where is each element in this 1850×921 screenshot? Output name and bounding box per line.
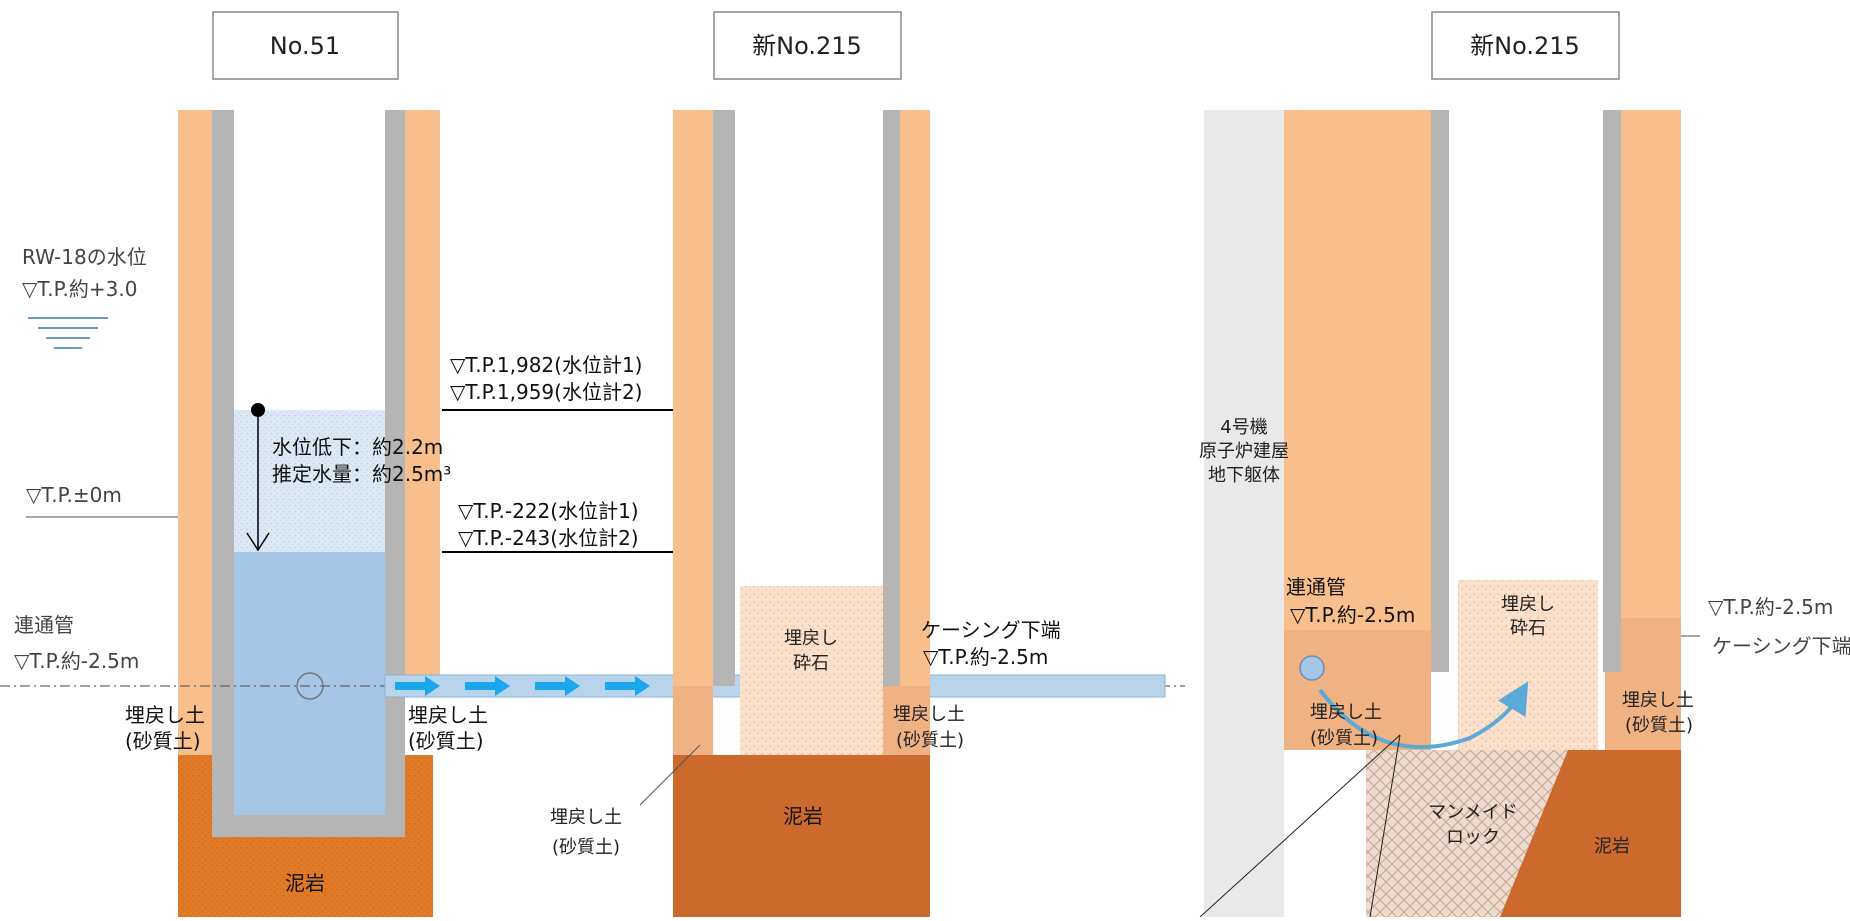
casing-mid-right [883, 110, 900, 686]
manmade-label-2: ロック [1446, 827, 1500, 848]
casing-label-2: ▽T.P.約-2.5m [923, 645, 1048, 669]
soil-right-left [1284, 110, 1431, 630]
well-right-section: 4号機 原子炉建屋 地下躯体 連通管 ▽T.P.約-2.5m 埋戻し 砕石 埋戻… [1199, 110, 1850, 918]
header-left-box: No.51 [212, 11, 399, 80]
gravel-mid [740, 586, 883, 755]
level-drop-arrow [246, 532, 270, 552]
building-wall [1204, 110, 1284, 917]
soil-left-inner [405, 110, 440, 695]
backfill-mid-bl-1: 埋戻し土 [550, 807, 622, 828]
level-b2: ▽T.P.-243(水位計2) [458, 526, 639, 550]
building-label-1: 4号機 [1220, 417, 1267, 438]
drop-label: 水位低下：約2.2m [272, 435, 443, 459]
gravel-mid-label-1: 埋戻し [784, 628, 838, 649]
soil-mid-left [673, 110, 713, 755]
casing-right-wall [385, 110, 405, 837]
casing-mid-left [713, 110, 735, 686]
soil-mid-right [900, 110, 930, 755]
well-no215-section: 埋戻し 砕石 泥岩 [673, 110, 930, 917]
building-label-3: 地下躯体 [1208, 465, 1280, 486]
mudstone-left-label: 泥岩 [285, 871, 325, 895]
casing-bottom [212, 815, 405, 837]
level-a1: ▽T.P.1,982(水位計1) [450, 353, 642, 377]
casing-label-1: ケーシング下端 [921, 618, 1061, 642]
water-dropped-zone [234, 410, 385, 552]
rw18-level-text: ▽T.P.約+3.0 [22, 277, 137, 301]
well-no51: 水位低下：約2.2m 推定水量：約2.5m³ [178, 110, 451, 917]
backfill-mid-right [883, 686, 930, 755]
pipe-level-left: ▽T.P.約-2.5m [14, 649, 139, 673]
level-b1: ▽T.P.-222(水位計1) [458, 499, 639, 523]
gravel-right-label-1: 埋戻し [1501, 594, 1555, 615]
header-right-box: 新No.215 [1431, 11, 1620, 80]
backfill-mid-left [673, 686, 713, 755]
backfill-mid-bl-2: (砂質土) [552, 837, 620, 858]
water-column [234, 552, 385, 815]
flow-arrow-curve [1318, 681, 1529, 750]
pipe-title-right: 連通管 [1286, 575, 1346, 599]
mudstone-mid-label: 泥岩 [783, 804, 823, 828]
tp-zero-label: ▽T.P.±0m [26, 483, 122, 507]
pipe-end-circle [1299, 655, 1325, 681]
building-label-2: 原子炉建屋 [1199, 441, 1289, 462]
backfill-right-r-2: (砂質土) [1625, 715, 1693, 736]
level-a2: ▽T.P.1,959(水位計2) [450, 380, 642, 404]
header-middle-box: 新No.215 [713, 11, 902, 80]
header-left-label: No.51 [270, 32, 340, 60]
mudstone-mid [673, 755, 930, 917]
rw18-level: RW-18の水位 ▽T.P.約+3.0 [22, 245, 147, 349]
backfill-right-r-1: 埋戻し土 [1622, 690, 1694, 711]
gravel-right-label-2: 砕石 [1510, 618, 1546, 639]
edge-casing-label: ケーシング下端 [1712, 634, 1850, 658]
backfill-right-left [1284, 630, 1431, 750]
header-right-label: 新No.215 [1470, 32, 1580, 60]
gravel-right [1458, 580, 1598, 750]
casing-left-wall [212, 110, 234, 837]
soil-right-right [1621, 110, 1681, 618]
mudstone-right-label: 泥岩 [1594, 836, 1630, 857]
edge-level-label: ▽T.P.約-2.5m [1708, 595, 1833, 619]
flow-arrows [395, 676, 650, 696]
backfill-mid-r-1: 埋戻し土 [893, 704, 965, 725]
backfill-right-label-2: (砂質土) [408, 729, 484, 753]
backfill-right-l-1: 埋戻し土 [1310, 702, 1382, 723]
backfill-right-label-1: 埋戻し土 [408, 703, 488, 727]
backfill-left-label-1: 埋戻し土 [125, 703, 205, 727]
casing-right-right [1603, 110, 1621, 672]
backfill-left-label-2: (砂質土) [125, 729, 201, 753]
manmade-label-1: マンメイド [1428, 802, 1517, 823]
header-middle-label: 新No.215 [752, 32, 862, 60]
casing-right-left [1431, 110, 1449, 672]
rw18-title: RW-18の水位 [22, 245, 147, 269]
backfill-right-l-2: (砂質土) [1310, 728, 1378, 749]
pipe-level-right: ▽T.P.約-2.5m [1290, 603, 1415, 627]
backfill-mid-r-2: (砂質土) [896, 730, 964, 751]
gravel-mid-label-2: 砕石 [793, 653, 829, 674]
pipe-title-left: 連通管 [14, 613, 74, 637]
volume-label: 推定水量：約2.5m³ [272, 462, 451, 486]
mudstone-right [1500, 750, 1681, 917]
